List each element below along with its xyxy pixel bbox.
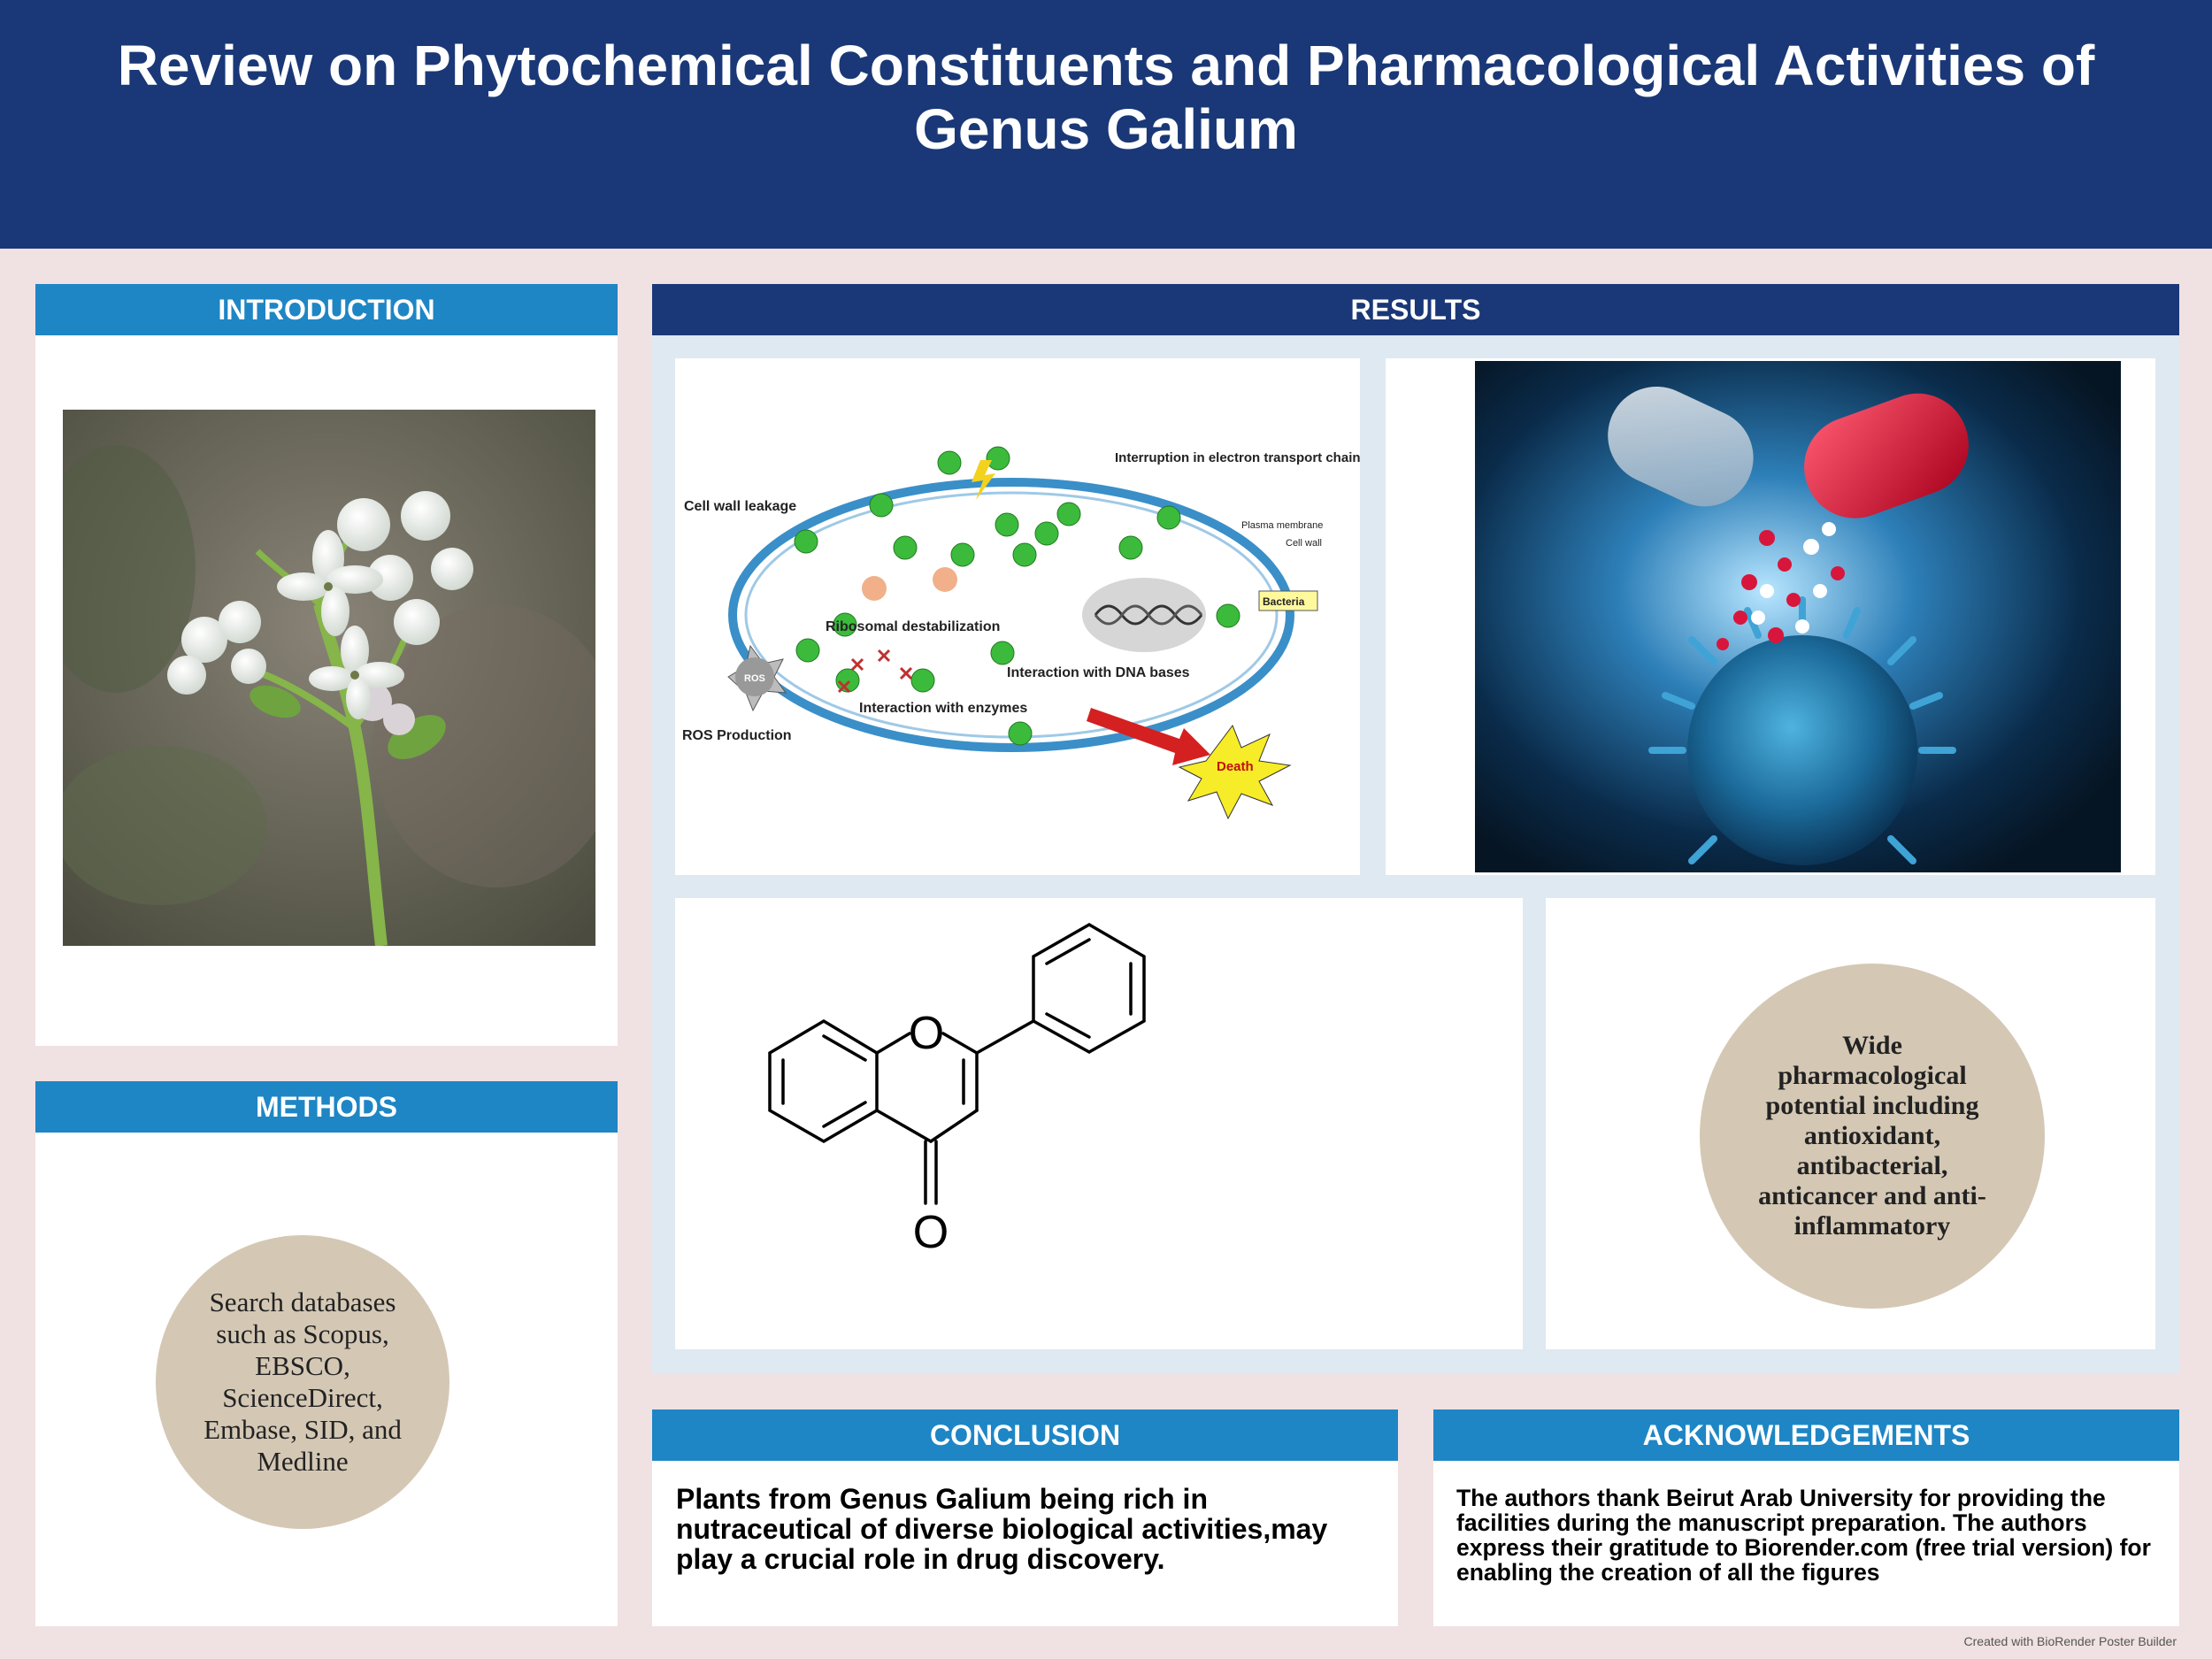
conclusion-panel: Plants from Genus Galium being rich in n… bbox=[652, 1461, 1398, 1626]
conclusion-text: Plants from Genus Galium being rich in n… bbox=[676, 1483, 1328, 1575]
methods-heading: METHODS bbox=[35, 1081, 618, 1133]
acknowledgements-panel: The authors thank Beirut Arab University… bbox=[1433, 1461, 2179, 1626]
label-cell-wall-small: Cell wall bbox=[1286, 538, 1322, 549]
flavone-chemical-structure: O O bbox=[768, 922, 1146, 1258]
label-ros: ROS bbox=[744, 673, 765, 684]
structure-panel: O O bbox=[675, 898, 1523, 1349]
poster-title: Review on Phytochemical Constituents and… bbox=[117, 34, 2095, 161]
conclusion-heading: CONCLUSION bbox=[652, 1409, 1398, 1461]
capsule-virus-image bbox=[1475, 361, 2121, 872]
pharmacology-circle: Wide pharmacological potential including… bbox=[1700, 964, 2045, 1309]
results-panel: Cell wall leakage Interruption in electr… bbox=[652, 335, 2179, 1373]
capsule-panel bbox=[1386, 358, 2155, 875]
label-dna: Interaction with DNA bases bbox=[1007, 665, 1190, 680]
label-enzymes: Interaction with enzymes bbox=[859, 701, 1027, 716]
methods-panel: Search databases such as Scopus, EBSCO, … bbox=[35, 1133, 618, 1626]
mechanism-panel: Cell wall leakage Interruption in electr… bbox=[675, 358, 1361, 875]
introduction-panel bbox=[35, 335, 618, 1046]
label-plasma-membrane: Plasma membrane bbox=[1241, 520, 1323, 531]
introduction-heading: INTRODUCTION bbox=[35, 284, 618, 335]
galium-flower-photo bbox=[63, 410, 595, 946]
acknowledgements-text: The authors thank Beirut Arab University… bbox=[1456, 1485, 2151, 1586]
label-ribosomal: Ribosomal destabilization bbox=[826, 619, 1000, 634]
label-ros-production: ROS Production bbox=[682, 728, 792, 743]
atom-ring-oxygen: O bbox=[909, 1008, 944, 1059]
label-bacteria: Bacteria bbox=[1263, 595, 1305, 608]
atom-carbonyl-oxygen: O bbox=[913, 1207, 949, 1258]
antibacterial-mechanism-diagram: Cell wall leakage Interruption in electr… bbox=[682, 446, 1361, 820]
label-electron-transport: Interruption in electron transport chain bbox=[1115, 450, 1360, 465]
pharmacology-panel: Wide pharmacological potential including… bbox=[1546, 898, 2155, 1349]
methods-circle-text: Search databases such as Scopus, EBSCO, … bbox=[204, 1286, 402, 1477]
footer-credit: Created with BioRender Poster Builder bbox=[1963, 1634, 2177, 1648]
acknowledgements-heading: ACKNOWLEDGEMENTS bbox=[1433, 1409, 2179, 1461]
poster-header bbox=[0, 0, 2212, 249]
label-cell-wall-leakage: Cell wall leakage bbox=[684, 499, 796, 514]
mechanism-text-labels: Cell wall leakage Interruption in electr… bbox=[682, 450, 1361, 774]
pharmacology-circle-text: Wide pharmacological potential including… bbox=[1758, 1031, 1986, 1240]
results-heading: RESULTS bbox=[652, 284, 2179, 335]
label-death: Death bbox=[1217, 759, 1254, 774]
methods-circle: Search databases such as Scopus, EBSCO, … bbox=[156, 1235, 449, 1529]
